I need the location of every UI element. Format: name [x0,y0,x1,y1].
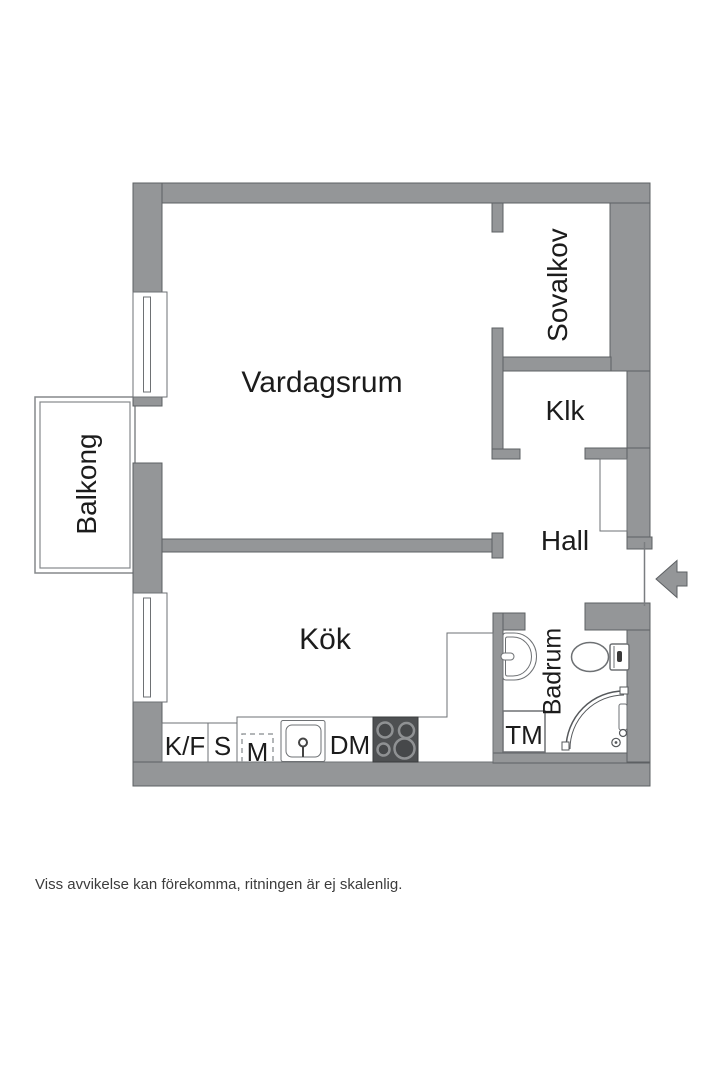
entrance-arrow-icon [655,559,688,599]
washing-machine-box [502,710,546,753]
fridge-freezer-box [161,722,209,763]
appliance-label-fridge-freezer: K/F [164,731,206,761]
room-label-kok: Kök [299,623,351,656]
room-label-balkong: Balkong [71,433,102,535]
appliance-label-microwave: M [246,737,269,767]
pantry-box [207,722,238,763]
living-room-window [132,291,168,398]
room-label-sovalkov: Sovalkov [542,228,573,342]
shower-icon [561,686,629,751]
appliance-label-pantry: S [213,731,232,761]
room-label-vardagsrum: Vardagsrum [241,366,403,399]
kitchen-sink-icon [280,720,326,762]
hob-icon [372,716,419,763]
appliance-label-dishwasher: DM [329,730,371,760]
room-label-hall: Hall [540,525,590,556]
hall-wardrobe-outline [599,458,628,532]
kitchen-counter [161,632,494,763]
room-label-badrum: Badrum [538,627,567,716]
room-label-klk: Klk [545,395,585,426]
exterior-walls [132,182,653,787]
bathroom-sink-icon [500,632,537,681]
kitchen-window [132,592,168,703]
interior-walls [161,202,628,754]
appliance-label-washing-machine: TM [505,720,543,750]
toilet-icon [570,641,630,673]
balcony-outline [34,396,136,574]
bathroom-fixtures [500,632,630,753]
microwave-dashed-box [241,733,274,762]
disclaimer-caption: Viss avvikelse kan förekomma, ritningen … [35,876,403,893]
